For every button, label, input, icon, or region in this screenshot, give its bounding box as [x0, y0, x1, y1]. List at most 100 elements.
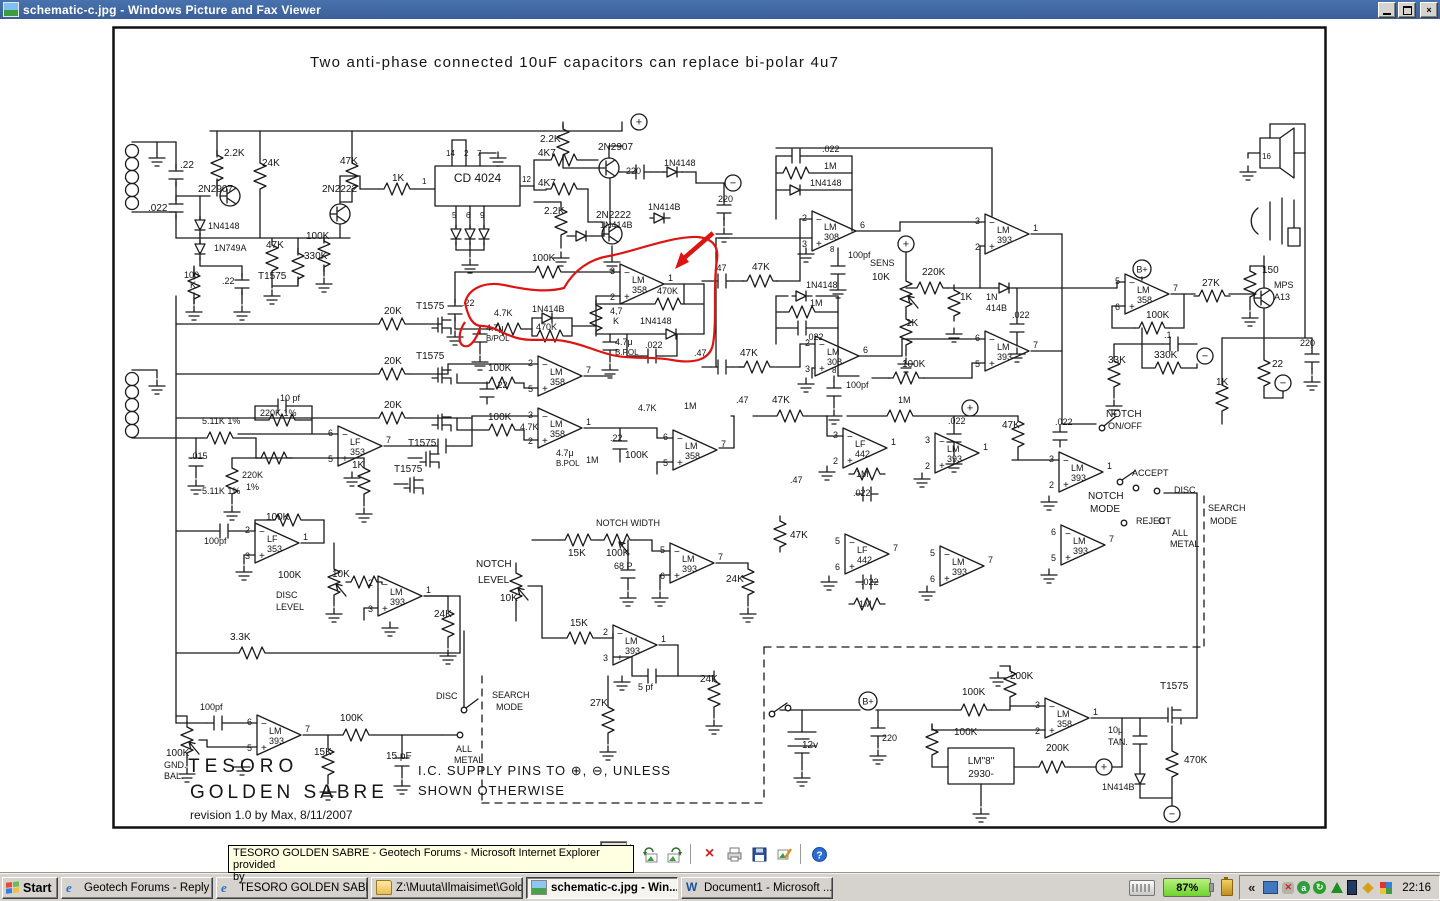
taskbar-task-3[interactable]: Z:\Muuta\Ilmaisimet\Gold... [371, 876, 523, 899]
pin-number: 7 [386, 435, 391, 445]
avast-icon[interactable]: a [1297, 881, 1311, 894]
pin-number: 2 [925, 461, 930, 471]
key-icon[interactable] [1360, 880, 1375, 895]
rotate-cw-button[interactable] [662, 842, 687, 866]
switch-contact [1153, 487, 1161, 495]
minimize-button[interactable] [1378, 2, 1396, 18]
sync-icon[interactable]: ↻ [1313, 881, 1327, 894]
opamp [1060, 524, 1106, 566]
resistor [265, 239, 279, 277]
ground [829, 283, 847, 299]
red-annotation-arrowhead [675, 252, 689, 269]
small-battery-icon[interactable] [1221, 877, 1234, 896]
ground [1040, 568, 1058, 584]
opamp-sign: + [617, 653, 623, 664]
schematic-label: .015 [190, 451, 208, 461]
ground [619, 591, 637, 607]
capacitor [447, 298, 463, 322]
schematic-label: .47 [790, 475, 803, 485]
pin-number: 3 [528, 410, 533, 420]
terminal [1132, 259, 1152, 279]
pin-number: 7 [893, 543, 898, 553]
opamp-label: LM [997, 225, 1010, 235]
security-shield-icon[interactable] [1378, 880, 1393, 895]
pin-number: 7 [721, 439, 726, 449]
opamp [254, 522, 300, 564]
restore-button[interactable] [1398, 2, 1416, 18]
battery-meter-icon[interactable] [1347, 880, 1358, 895]
schematic-label: 100K [340, 713, 364, 724]
opamp-sign: + [259, 551, 265, 562]
opamp-sign: + [1063, 480, 1069, 491]
opamp [669, 542, 715, 584]
opamp [842, 427, 888, 469]
switch-contact [768, 710, 776, 718]
opamp-label: 393 [269, 736, 284, 746]
hide-icons-chevron[interactable]: « [1248, 880, 1256, 895]
schematic-label: 47K [790, 530, 808, 541]
print-button[interactable] [722, 842, 747, 866]
ground [651, 591, 669, 607]
pin-number: 2 [802, 213, 807, 223]
schematic-label: .22 [610, 433, 623, 443]
opamp-label: 393 [1073, 546, 1088, 556]
pin-number: 3 [245, 551, 250, 561]
schematic-label: METAL [454, 755, 483, 765]
opamp-label: 358 [632, 285, 647, 295]
ground [1040, 495, 1058, 511]
folder-icon [376, 880, 392, 895]
opamp-sign: − [1065, 529, 1071, 540]
schematic-label: TAN. [1108, 737, 1128, 747]
ground [446, 330, 464, 346]
pin-number: 5 [1051, 553, 1056, 563]
schematic-label: .022 [861, 577, 879, 587]
terminal-label: − [1202, 351, 1208, 363]
capacitor [1162, 336, 1186, 352]
taskbar-task-4[interactable]: schematic-c.jpg - Win... [526, 876, 678, 899]
battery-indicator[interactable]: 87% [1163, 878, 1215, 897]
delete-button[interactable]: × [704, 845, 715, 862]
pot-wiper [335, 583, 347, 597]
network-monitor-icon[interactable] [1263, 881, 1279, 894]
schematic-label: .1 [1164, 330, 1172, 340]
tooltip: TESORO GOLDEN SABRE - Geotech Forums - M… [228, 845, 634, 883]
terminal-label: + [636, 117, 642, 129]
schematic-label: 330K [304, 251, 328, 262]
keyboard-icon[interactable] [1129, 879, 1156, 896]
opamp [537, 407, 583, 449]
schematic-label: 2N2222 [322, 184, 357, 195]
opamp-label: LM [269, 726, 282, 736]
resistor [771, 409, 809, 423]
opamp-sign: + [1065, 553, 1071, 564]
rotate-ccw-button[interactable] [637, 842, 662, 866]
close-button[interactable]: × [1420, 2, 1438, 18]
schematic-label: 20K [384, 400, 402, 411]
pin-number: 7 [1109, 534, 1114, 544]
opamp-label: 393 [947, 454, 962, 464]
opamp-label: LM [824, 222, 837, 232]
pin-number: 1 [1107, 461, 1112, 471]
schematic-label: 4,7 [610, 306, 623, 316]
help-button[interactable]: ? [807, 842, 832, 866]
diode [537, 312, 559, 324]
ground [343, 471, 361, 487]
capacitor [855, 574, 879, 590]
pin-number: 7 [586, 365, 591, 375]
ground [381, 621, 399, 637]
start-button[interactable]: Start [2, 876, 58, 899]
device-muted-icon[interactable]: ✕ [1282, 881, 1295, 894]
resistor [483, 376, 521, 390]
ground [319, 785, 337, 801]
switch-contact [456, 731, 464, 739]
save-button[interactable] [747, 842, 772, 866]
edit-button[interactable] [772, 842, 797, 866]
pin-number: 2 [603, 627, 608, 637]
wireless-icon[interactable] [1329, 880, 1344, 895]
ground [818, 465, 836, 481]
pin-number: 1 [303, 532, 308, 542]
opamp-sign: + [674, 571, 680, 582]
pin-number: 1 [661, 634, 666, 644]
